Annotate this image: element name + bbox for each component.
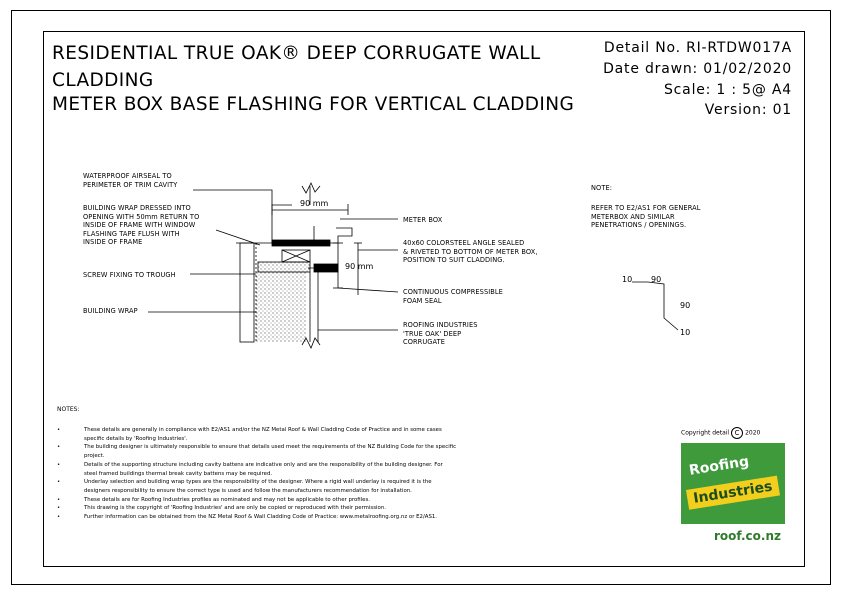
label-building-wrap: BUILDING WRAP bbox=[83, 307, 138, 315]
logo-word-industries: Industries bbox=[686, 475, 780, 510]
note-item: •These details are generally in complian… bbox=[57, 427, 442, 442]
label-angle: 40x60 COLORSTEEL ANGLE SEALED & RIVETED … bbox=[403, 239, 538, 265]
framing-stud bbox=[239, 242, 255, 343]
outer-border bbox=[11, 10, 831, 585]
roofing-industries-logo: Roofing Industries roof.co.nz bbox=[681, 443, 785, 548]
meter-box-base bbox=[271, 239, 331, 247]
drawing-border bbox=[43, 31, 805, 567]
profile-dim-90-side: 90 bbox=[680, 301, 691, 310]
cavity-batten bbox=[257, 261, 311, 273]
meter-box-block bbox=[281, 249, 311, 263]
angle-flashing bbox=[330, 227, 353, 244]
logo-word-roofing: Roofing bbox=[688, 453, 751, 479]
scale: Scale: 1 : 5@ A4 bbox=[664, 82, 792, 98]
logo-url: roof.co.nz bbox=[681, 524, 785, 548]
notes-title: NOTES: bbox=[57, 406, 80, 413]
note-item: •Further information can be obtained fro… bbox=[57, 514, 438, 521]
title-line-2: CLADDING bbox=[52, 70, 154, 91]
dim-top-90: 90 mm bbox=[300, 199, 329, 208]
profile-sketch bbox=[632, 281, 679, 331]
profile-dim-90-top: 90 bbox=[651, 275, 662, 284]
meter-box-side bbox=[236, 205, 273, 244]
note-item: •This drawing is the copyright of 'Roofi… bbox=[57, 505, 386, 512]
title-line-1: RESIDENTIAL TRUE OAK® DEEP CORRUGATE WAL… bbox=[52, 43, 541, 64]
detail-number: Detail No. RI-RTDW017A bbox=[603, 40, 792, 56]
note-body: REFER TO E2/AS1 FOR GENERAL METERBOX AND… bbox=[591, 204, 701, 230]
label-airseal: WATERPROOF AIRSEAL TO PERIMETER OF TRIM … bbox=[83, 172, 178, 189]
dim-side-90: 90 mm bbox=[345, 262, 374, 271]
label-meter-box: METER BOX bbox=[403, 216, 443, 224]
label-building-wrap-dressed: BUILDING WRAP DRESSED INTO OPENING WITH … bbox=[83, 204, 200, 247]
profile-dim-10-bottom: 10 bbox=[680, 328, 691, 337]
note-item: •The building designer is ultimately res… bbox=[57, 444, 457, 460]
note-heading: NOTE: bbox=[591, 184, 613, 192]
note-item: •Underlay selection and building wrap ty… bbox=[57, 479, 432, 494]
label-foam-seal: CONTINUOUS COMPRESSIBLE FOAM SEAL bbox=[403, 288, 503, 305]
title-line-3: METER BOX BASE FLASHING FOR VERTICAL CLA… bbox=[52, 94, 575, 115]
profile-dim-10-top: 10 bbox=[622, 275, 633, 284]
note-item: •Details of the supporting structure inc… bbox=[57, 461, 443, 477]
date-drawn: Date drawn: 01/02/2020 bbox=[603, 61, 792, 77]
note-item: •These details are for Roofing Industrie… bbox=[57, 496, 370, 503]
version: Version: 01 bbox=[704, 102, 792, 118]
copyright-icon: C bbox=[731, 427, 744, 439]
notes-list: •These details are generally in complian… bbox=[57, 426, 457, 522]
label-roofing-cladding: ROOFING INDUSTRIES 'TRUE OAK' DEEP CORRU… bbox=[403, 321, 478, 347]
label-screw-fixing: SCREW FIXING TO TROUGH bbox=[83, 271, 176, 279]
